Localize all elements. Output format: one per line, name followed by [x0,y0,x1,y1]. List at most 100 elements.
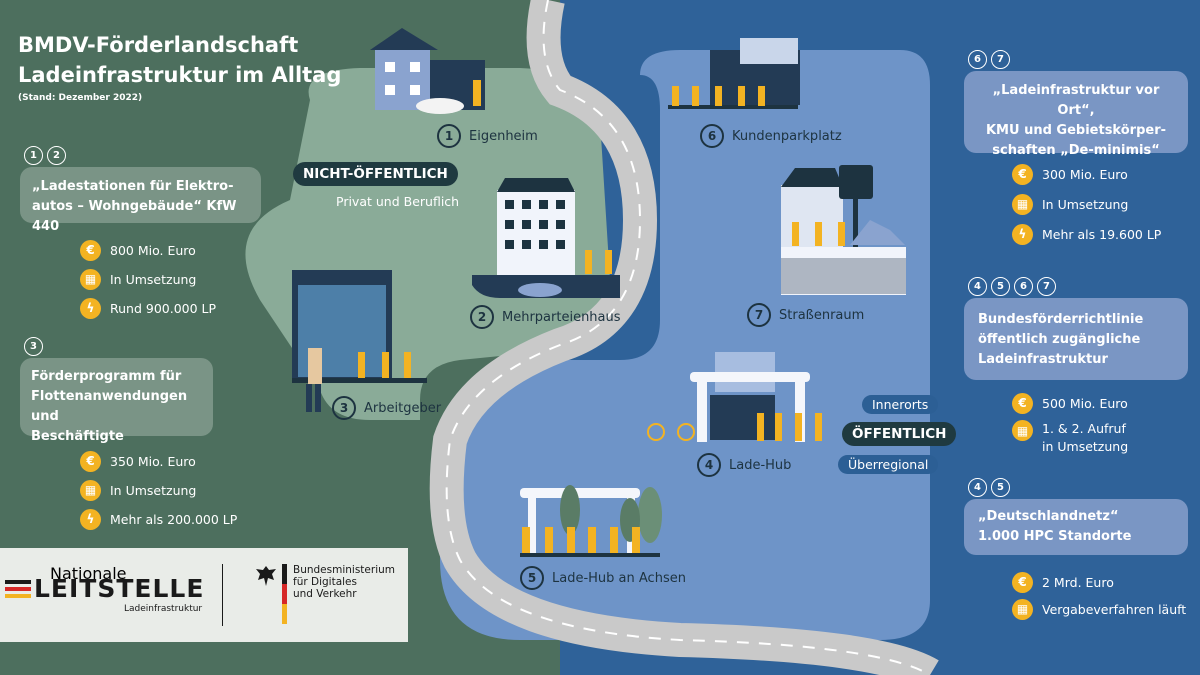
page-title: BMDV-Förderlandschaft Ladeinfrastruktur … [18,30,341,90]
euro-icon: € [1012,163,1033,185]
stat-status-line-1: 1. & 2. Aufruf [1042,421,1126,436]
label-innerorts: Innerorts [862,395,939,414]
program-kfw440-line-2: autos – Wohngebäude“ KfW 440 [32,199,237,234]
place-number: 1 [437,124,461,148]
euro-icon: € [1012,392,1033,414]
stat-status-line-2: in Umsetzung [1042,439,1129,454]
label-oeffentlich: ÖFFENTLICH [842,422,957,446]
program-box-kfw440: „Ladestationen für Elektro- autos – Wohn… [20,167,261,234]
stat-funding: 300 Mio. Euro [1042,166,1128,182]
program-bundesrichtlinie-line-1: Bundesförderrichtlinie [978,312,1144,327]
program-box-flotten: Förderprogramm für Flottenanwendungen un… [20,358,213,444]
program-kfw440-line-1: „Ladestationen für Elektro- [32,179,234,194]
place-label: Arbeitgeber [364,400,442,416]
number-badge: 2 [47,146,66,165]
calendar-icon: ▦ [1012,420,1033,441]
place-lade-hub: 4 Lade-Hub [697,453,791,477]
program-vorort-line-3: schaften „De-minimis“ [992,143,1160,158]
deutschlandnetz-stats: €2 Mrd. Euro ▦ Vergabeverfahren läuft [1012,571,1186,620]
program-vorort-line-1: „Ladeinfrastruktur vor Ort“, [992,83,1160,118]
label-privat-beruflich: Privat und Beruflich [336,194,460,209]
bundesrichtlinie-numbers: 4 5 6 7 [968,277,1056,296]
label-nicht-oeffentlich: NICHT-ÖFFENTLICH [293,162,458,186]
place-label: Lade-Hub an Achsen [552,570,686,586]
stat-status: In Umsetzung [1042,196,1129,212]
program-vorort-line-2: KMU und Gebietskörper- [985,123,1167,138]
number-badge: 4 [968,277,987,296]
stat-status: In Umsetzung [110,482,197,498]
lightning-icon: ϟ [1012,223,1033,245]
flotten-numbers: 3 [24,337,43,356]
euro-icon: € [80,450,101,472]
place-label: Mehrparteienhaus [502,309,621,325]
number-badge: 5 [991,478,1010,497]
stat-status: In Umsetzung [110,271,197,287]
place-number: 2 [470,305,494,329]
leitstelle-sub: Ladeinfrastruktur [124,604,203,614]
place-mehrparteienhaus: 2 Mehrparteienhaus [470,305,621,329]
place-arbeitgeber: 3 Arbeitgeber [332,396,441,420]
stat-charging-points: Rund 900.000 LP [110,300,217,316]
place-kundenparkplatz: 6 Kundenparkplatz [700,124,842,148]
stat-status: Vergabeverfahren läuft [1042,601,1187,617]
label-ueberregional: Überregional [838,455,939,474]
program-deutschlandnetz-line-2: 1.000 HPC Standorte [978,529,1132,544]
page-subtitle: (Stand: Dezember 2022) [18,93,143,103]
number-badge: 1 [24,146,43,165]
number-badge: 5 [991,277,1010,296]
vorort-stats: €300 Mio. Euro ▦ In Umsetzung ϟ Mehr als 1… [1012,163,1161,245]
place-label: Straßenraum [779,307,865,323]
calendar-icon: ▦ [80,268,101,290]
place-label: Kundenparkplatz [732,128,842,144]
number-badge: 3 [24,337,43,356]
program-bundesrichtlinie-line-3: Ladeinfrastruktur [978,352,1108,367]
eagle-icon [254,564,278,592]
logo-divider [222,564,223,626]
calendar-icon: ▦ [1012,193,1033,215]
place-number: 6 [700,124,724,148]
number-badge: 6 [1014,277,1033,296]
place-label: Lade-Hub [729,457,792,473]
title-line-2: Ladeinfrastruktur im Alltag [18,63,342,87]
bundesrichtlinie-stats: €500 Mio. Euro ▦ 1. & 2. Aufruf in Umset… [1012,392,1128,456]
euro-icon: € [1012,571,1033,593]
calendar-icon: ▦ [1012,598,1033,620]
stat-funding: 800 Mio. Euro [110,242,196,258]
calendar-icon: ▦ [80,479,101,501]
stat-charging-points: Mehr als 19.600 LP [1042,226,1162,242]
logo-panel: Nationale LEITSTELLE Ladeinfrastruktur B… [0,548,408,642]
stat-funding: 500 Mio. Euro [1042,395,1128,411]
flotten-stats: €350 Mio. Euro ▦ In Umsetzung ϟ Mehr als 2… [80,450,237,530]
title-line-1: BMDV-Förderlandschaft [18,33,299,57]
stat-charging-points: Mehr als 200.000 LP [110,511,238,527]
stat-funding: 350 Mio. Euro [110,453,196,469]
ministry-line-2: für Digitales [293,576,357,588]
lightning-icon: ϟ [80,508,101,530]
place-number: 3 [332,396,356,420]
place-number: 4 [697,453,721,477]
number-badge: 6 [968,50,987,69]
program-box-bundesrichtlinie: Bundesförderrichtlinie öffentlich zugäng… [964,298,1188,380]
ministry-name: Bundesministerium für Digitales und Verk… [293,564,395,600]
number-badge: 7 [991,50,1010,69]
program-deutschlandnetz-line-1: „Deutschlandnetz“ [978,509,1119,524]
leitstelle-stripes-icon [5,580,31,598]
kfw440-numbers: 1 2 [24,146,66,165]
ministry-line-1: Bundesministerium [293,564,395,576]
lightning-icon: ϟ [80,297,101,319]
deutschlandnetz-numbers: 4 5 [968,478,1010,497]
leitstelle-logo-text: LEITSTELLE [34,574,205,603]
program-bundesrichtlinie-line-2: öffentlich zugängliche [978,332,1141,347]
number-badge: 7 [1037,277,1056,296]
ministry-line-3: und Verkehr [293,588,357,600]
program-box-vorort: „Ladeinfrastruktur vor Ort“, KMU und Geb… [964,71,1188,158]
program-box-deutschlandnetz: „Deutschlandnetz“ 1.000 HPC Standorte [964,499,1188,555]
leitstelle-top: Nationale [50,564,127,583]
stat-funding: 2 Mrd. Euro [1042,574,1114,590]
german-flag-icon [282,564,287,624]
vorort-numbers: 6 7 [968,50,1010,69]
